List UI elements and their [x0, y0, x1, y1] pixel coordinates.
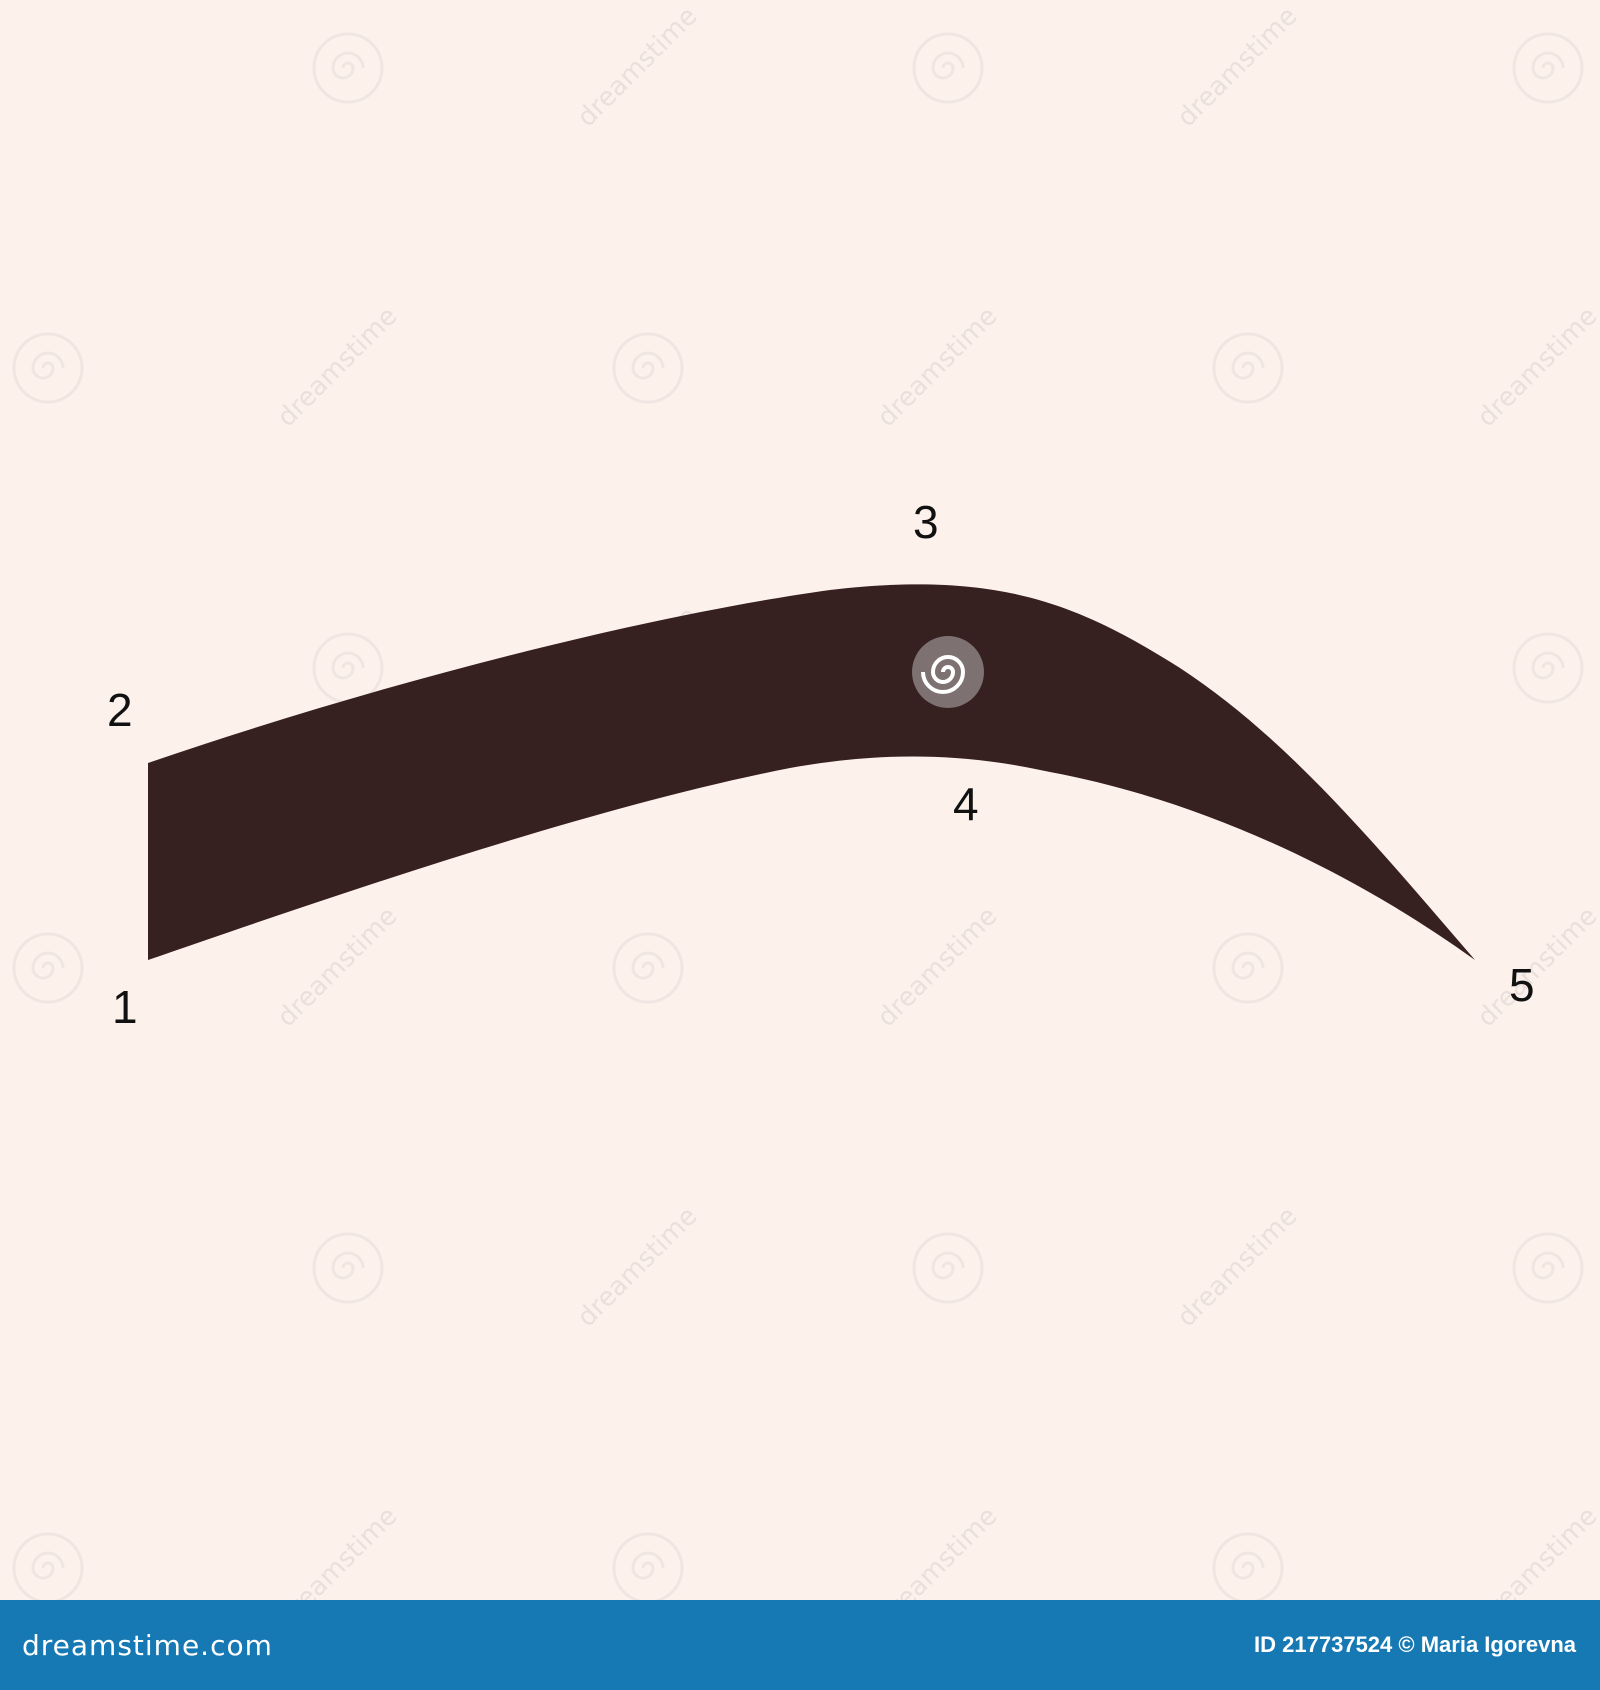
watermark-spiral-icon [312, 32, 384, 104]
point-label-1: 1 [112, 981, 138, 1033]
footer-bar: dreamstime.com ID 217737524 © Maria Igor… [0, 1600, 1600, 1690]
watermark-spiral-icon [1512, 1232, 1584, 1304]
point-label-2: 2 [107, 684, 133, 736]
point-label-3: 3 [913, 496, 939, 548]
watermark-spiral-icon [912, 1232, 984, 1304]
watermark-spiral-icon [1212, 1532, 1284, 1600]
watermark-spiral-icon [612, 332, 684, 404]
watermark-spiral-icon [912, 32, 984, 104]
watermark-spiral-icon [612, 932, 684, 1004]
watermark-spiral-icon [1212, 332, 1284, 404]
watermark-spiral-icon [1512, 632, 1584, 704]
point-label-5: 5 [1509, 959, 1535, 1011]
watermark-spiral-icon [12, 1532, 84, 1600]
watermark-spiral-icon [12, 932, 84, 1004]
eyebrow-shape [148, 584, 1475, 960]
point-label-4: 4 [953, 778, 979, 830]
center-watermark-spiral [912, 636, 984, 708]
watermark-spiral-icon [12, 332, 84, 404]
watermark-spiral-icon [1512, 32, 1584, 104]
footer-brand[interactable]: dreamstime.com [22, 1628, 273, 1662]
watermark-spiral-icon [312, 1232, 384, 1304]
footer-credit: ID 217737524 © Maria Igorevna [1254, 1632, 1576, 1657]
watermark-spiral-icon [612, 1532, 684, 1600]
watermark-spiral-icon [1212, 932, 1284, 1004]
